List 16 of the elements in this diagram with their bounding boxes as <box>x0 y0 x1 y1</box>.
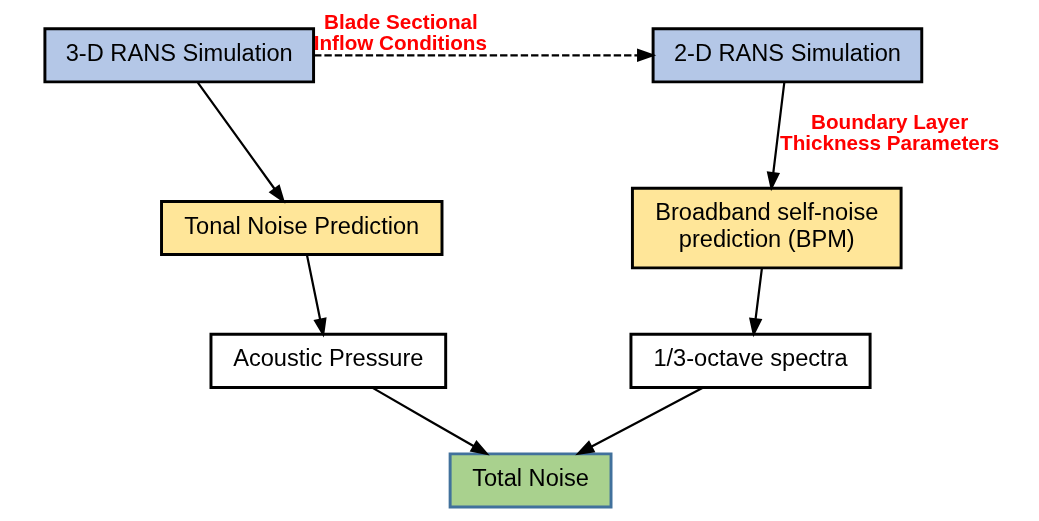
arrow <box>749 268 763 338</box>
arrow <box>196 81 286 204</box>
arrow <box>766 82 786 192</box>
node-box: 1/3-octave spectra <box>629 332 872 389</box>
node-box: 2-D RANS Simulation <box>651 27 924 84</box>
edge-label: Blade Sectional Inflow Conditions <box>313 10 487 54</box>
node-box: 3-D RANS Simulation <box>43 27 316 84</box>
node-box: Acoustic Pressure <box>209 332 448 389</box>
arrow <box>575 386 704 456</box>
arrow <box>314 48 657 63</box>
edge-label: Boundary Layer Thickness Parameters <box>780 110 1000 155</box>
node-box: Total Noise <box>448 452 613 509</box>
arrow <box>371 386 490 456</box>
arrow <box>305 254 327 338</box>
node-box: Broadband self-noise prediction (BPM) <box>630 186 903 270</box>
node-box: Tonal Noise Prediction <box>160 199 444 257</box>
